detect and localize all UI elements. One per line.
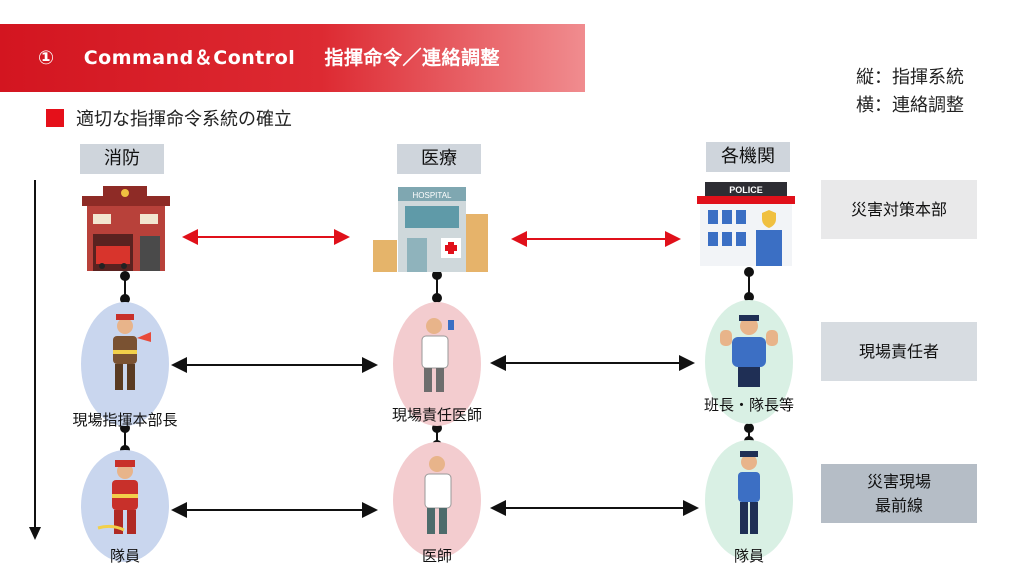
doctor-icon [424,456,452,534]
label-agency-lead: 班長・隊長等 [703,396,794,414]
subtitle-text: 適切な指揮命令系統の確立 [76,109,292,130]
firefighter-member-icon [97,460,138,534]
legend-horizontal: 横：連絡調整 [856,95,964,116]
label-medical-lead: 現場責任医師 [391,406,482,424]
hospital-sign: HOSPITAL [413,191,453,200]
label-medical-member: 医師 [421,547,452,565]
fire-station-icon [82,186,170,271]
command-axis-arrow [29,180,41,540]
column-header-fire: 消防 [80,144,164,174]
police-chief-icon [720,315,778,387]
column-header-agency: 各機関 [706,142,790,172]
banner-title-en: Command＆Control [83,47,296,69]
police-sign: POLICE [729,185,763,195]
lead-doctor-icon [421,318,454,392]
hospital-icon: HOSPITAL [373,187,488,272]
banner-title: ① Command＆Control 指揮命令／連絡調整 [38,24,522,92]
column-header-medical: 医療 [397,144,481,174]
level-box-hq: 災害対策本部 [821,180,977,239]
legend: 縦：指揮系統 横：連絡調整 [856,64,964,120]
level-box-frontline: 災害現場 最前線 [821,464,977,523]
label-agency-member: 隊員 [733,547,764,565]
level-box-onsite-lead: 現場責任者 [821,322,977,381]
red-square-icon [46,109,64,127]
banner-title-jp: 指揮命令／連絡調整 [324,47,500,69]
police-officer-icon [738,451,760,534]
header-banner [0,24,585,92]
label-fire-lead: 現場指揮本部長 [72,411,178,429]
police-station-icon: POLICE [697,182,795,266]
label-fire-member: 隊員 [109,547,140,565]
firefighter-commander-icon [113,314,151,390]
subtitle: 適切な指揮命令系統の確立 [46,105,292,131]
legend-vertical: 縦：指揮系統 [856,67,964,88]
banner-number: ① [38,47,55,69]
